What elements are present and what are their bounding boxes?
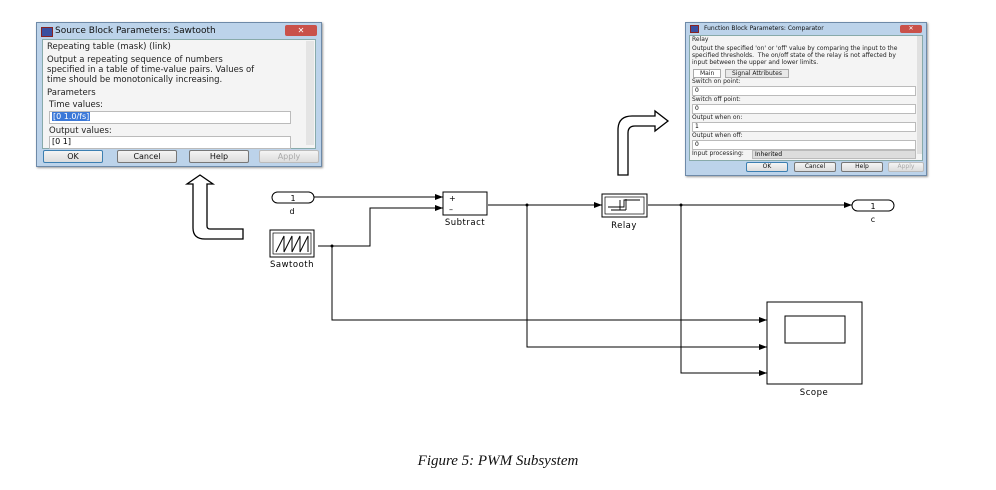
sawtooth-wave-icon bbox=[275, 235, 309, 253]
switch-on-input[interactable]: 0 bbox=[692, 86, 916, 96]
input-processing-select[interactable]: Inherited bbox=[752, 150, 916, 159]
close-icon[interactable]: ✕ bbox=[285, 25, 317, 36]
up-arrow-icon bbox=[184, 174, 244, 240]
outport-number: 1 bbox=[870, 202, 875, 211]
plus-sign: + bbox=[449, 194, 456, 203]
switch-off-value: 0 bbox=[695, 105, 699, 112]
mask-description: Output a repeating sequence of numbers s… bbox=[47, 55, 255, 85]
ok-button[interactable]: OK bbox=[43, 150, 103, 163]
outport-label: c bbox=[871, 215, 875, 224]
simulink-icon bbox=[690, 25, 699, 33]
bent-arrow-icon bbox=[617, 109, 670, 176]
cancel-button[interactable]: Cancel bbox=[794, 162, 836, 172]
scope-label: Scope bbox=[800, 388, 828, 398]
output-values-input[interactable]: [0 1] bbox=[49, 136, 291, 149]
switch-on-label: Switch on point: bbox=[692, 78, 741, 85]
branch-point bbox=[330, 244, 334, 248]
inport-label: d bbox=[289, 207, 294, 216]
inport-number: 1 bbox=[290, 194, 295, 203]
input-processing-label: Input processing: bbox=[692, 150, 744, 157]
hysteresis-icon bbox=[608, 199, 640, 211]
output-on-label: Output when on: bbox=[692, 114, 743, 121]
branch-point bbox=[679, 203, 683, 207]
time-values-input[interactable]: [0 1.0/fs] bbox=[49, 111, 291, 124]
subtract-label: Subtract bbox=[445, 218, 485, 228]
switch-off-input[interactable]: 0 bbox=[692, 104, 916, 114]
apply-button[interactable]: Apply bbox=[259, 150, 319, 163]
ok-button[interactable]: OK bbox=[746, 162, 788, 172]
wire-pwm-to-scope bbox=[680, 205, 767, 376]
help-button[interactable]: Help bbox=[189, 150, 249, 163]
inport-d[interactable]: 1 d bbox=[271, 191, 315, 216]
sawtooth-parameters-dialog: Source Block Parameters: Sawtooth ✕ Repe… bbox=[36, 22, 322, 167]
input-processing-value: Inherited bbox=[755, 151, 783, 158]
switch-on-value: 0 bbox=[695, 87, 699, 94]
relay-label: Relay bbox=[611, 221, 637, 231]
output-off-label: Output when off: bbox=[692, 132, 743, 139]
tab-signal-attributes[interactable]: Signal Attributes bbox=[725, 69, 789, 78]
dialog-title-bar: Function Block Parameters: Comparator ✕ bbox=[686, 23, 926, 35]
output-values-label: Output values: bbox=[49, 126, 112, 136]
dialog-title-bar: Source Block Parameters: Sawtooth ✕ bbox=[37, 23, 321, 39]
block-description: Output the specified 'on' or 'off' value… bbox=[692, 45, 898, 66]
output-off-input[interactable]: 0 bbox=[692, 140, 916, 150]
output-on-input[interactable]: 1 bbox=[692, 122, 916, 132]
output-on-value: 1 bbox=[695, 123, 699, 130]
mask-header: Repeating table (mask) (link) bbox=[47, 42, 171, 52]
output-values-text: [0 1] bbox=[52, 137, 71, 146]
figure-caption: Figure 5: PWM Subsystem bbox=[417, 453, 579, 469]
wire-error-to-scope bbox=[526, 205, 767, 350]
dialog-body: Repeating table (mask) (link) Output a r… bbox=[42, 39, 316, 149]
branch-point bbox=[525, 203, 529, 207]
wire-sawtooth-to-scope bbox=[331, 246, 767, 323]
parameters-heading: Parameters bbox=[47, 88, 96, 98]
minus-sign: – bbox=[449, 205, 453, 214]
signal-lines bbox=[314, 194, 852, 376]
cancel-button[interactable]: Cancel bbox=[117, 150, 177, 163]
subtract-block[interactable]: + – Subtract bbox=[442, 191, 488, 228]
wire-sawtooth-to-subtract bbox=[318, 205, 443, 247]
tab-main[interactable]: Main bbox=[693, 69, 722, 78]
simulink-icon bbox=[41, 27, 53, 37]
help-button[interactable]: Help bbox=[841, 162, 883, 172]
switch-off-label: Switch off point: bbox=[692, 96, 741, 103]
close-icon[interactable]: ✕ bbox=[900, 25, 922, 33]
relay-parameters-dialog: Function Block Parameters: Comparator ✕ … bbox=[685, 22, 927, 176]
dialog-title: Function Block Parameters: Comparator bbox=[704, 25, 824, 32]
output-off-value: 0 bbox=[695, 141, 699, 148]
outport-c[interactable]: 1 c bbox=[851, 199, 895, 224]
scrollbar[interactable] bbox=[306, 41, 314, 145]
time-values-text: [0 1.0/fs] bbox=[52, 112, 91, 121]
time-values-label: Time values: bbox=[49, 100, 104, 110]
scope-block[interactable]: Scope bbox=[766, 301, 863, 398]
block-header: Relay bbox=[692, 36, 709, 43]
vertical-scrollbar[interactable] bbox=[917, 36, 922, 154]
sawtooth-label: Sawtooth bbox=[270, 260, 314, 270]
relay-block[interactable]: Relay bbox=[601, 193, 648, 231]
apply-button[interactable]: Apply bbox=[888, 162, 924, 172]
sawtooth-block[interactable]: Sawtooth bbox=[269, 229, 315, 270]
dialog-title: Source Block Parameters: Sawtooth bbox=[55, 26, 216, 36]
dialog-body: Relay Output the specified 'on' or 'off'… bbox=[689, 35, 923, 161]
